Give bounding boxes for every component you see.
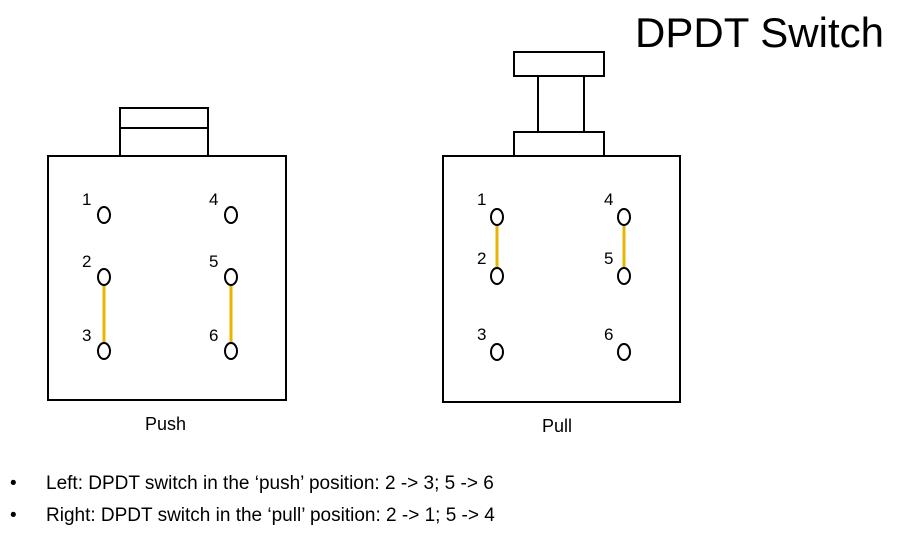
pull-terminal-label-3: 3 <box>477 325 486 344</box>
diagram-title: DPDT Switch <box>635 9 884 56</box>
bullet-list: • Left: DPDT switch in the ‘push’ positi… <box>10 468 495 532</box>
pull-terminal-2 <box>490 267 504 285</box>
pull-terminal-label-5: 5 <box>604 249 613 268</box>
push-terminal-label-5: 5 <box>209 252 218 271</box>
pull-terminal-5 <box>617 267 631 285</box>
push-terminal-label-2: 2 <box>82 252 91 271</box>
pull-terminal-label-2: 2 <box>477 249 486 268</box>
pull-plunger-top <box>513 51 605 77</box>
push-switch-body <box>47 155 287 401</box>
bullet-item: • Left: DPDT switch in the ‘push’ positi… <box>10 468 495 500</box>
bullet-dot-icon: • <box>10 473 17 494</box>
push-terminal-2 <box>97 268 111 286</box>
bullet-text: Right: DPDT switch in the ‘pull’ positio… <box>46 505 495 526</box>
push-terminal-label-1: 1 <box>82 190 91 209</box>
pull-terminal-3 <box>490 343 504 361</box>
pull-caption: Pull <box>542 416 573 436</box>
push-switch: 1 2 3 4 5 6 <box>47 107 287 401</box>
pull-plunger-base <box>513 131 605 157</box>
push-terminal-5 <box>224 268 238 286</box>
push-plunger-top <box>119 107 209 129</box>
push-terminal-label-4: 4 <box>209 190 218 209</box>
push-caption: Push <box>145 414 187 434</box>
push-terminal-3 <box>97 342 111 360</box>
pull-terminal-1 <box>490 208 504 226</box>
push-terminal-1 <box>97 206 111 224</box>
push-terminal-6 <box>224 342 238 360</box>
pull-switch-body <box>442 155 681 403</box>
pull-terminal-label-6: 6 <box>604 325 613 344</box>
pull-terminal-label-4: 4 <box>604 190 613 209</box>
bullet-item: • Right: DPDT switch in the ‘pull’ posit… <box>10 500 495 532</box>
pull-plunger-stem <box>537 75 585 133</box>
bullet-text: Left: DPDT switch in the ‘push’ position… <box>46 473 494 494</box>
push-terminal-label-6: 6 <box>209 326 218 345</box>
pull-switch: 1 2 3 4 5 6 <box>442 51 681 403</box>
pull-terminal-label-1: 1 <box>477 190 486 209</box>
bullet-dot-icon: • <box>10 505 17 526</box>
pull-terminal-6 <box>617 343 631 361</box>
pull-terminal-4 <box>617 208 631 226</box>
push-plunger-base <box>119 127 209 157</box>
push-terminal-4 <box>224 206 238 224</box>
push-terminal-label-3: 3 <box>82 326 91 345</box>
